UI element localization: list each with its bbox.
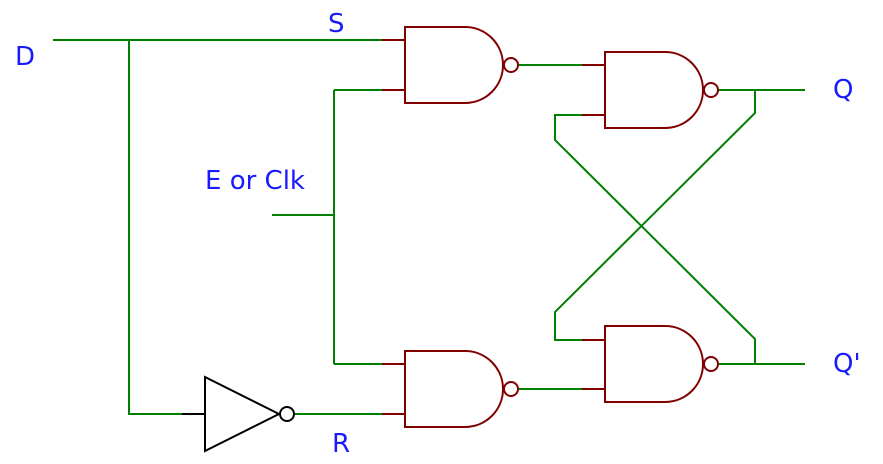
nand-gate-set bbox=[382, 26, 519, 104]
label-s: S bbox=[328, 9, 345, 39]
wire-feedback-q bbox=[554, 90, 756, 341]
nand-gate-reset bbox=[382, 350, 519, 428]
nand-gate-latch-q bbox=[582, 51, 719, 129]
label-qbar: Q' bbox=[833, 349, 861, 379]
label-q: Q bbox=[833, 75, 853, 105]
nand-reset-body bbox=[404, 350, 504, 428]
wires bbox=[53, 39, 805, 415]
label-d: D bbox=[15, 42, 35, 72]
wire-feedback-qbar bbox=[554, 114, 756, 364]
nand-latch-qbar-bubble bbox=[703, 356, 719, 372]
not-gate-bubble bbox=[279, 406, 295, 422]
nand-latch-q-bubble bbox=[703, 82, 719, 98]
nand-gate-latch-qbar bbox=[582, 325, 719, 403]
label-r: R bbox=[332, 429, 350, 459]
nand-reset-bubble bbox=[503, 381, 519, 397]
not-gate bbox=[182, 375, 295, 453]
nand-latch-qbar-body bbox=[604, 325, 704, 403]
nand-latch-q-body bbox=[604, 51, 704, 129]
nand-set-body bbox=[404, 26, 504, 104]
wire-d-branch bbox=[128, 40, 182, 415]
label-enable: E or Clk bbox=[205, 166, 305, 196]
nand-set-bubble bbox=[503, 57, 519, 73]
not-gate-body bbox=[204, 375, 282, 453]
